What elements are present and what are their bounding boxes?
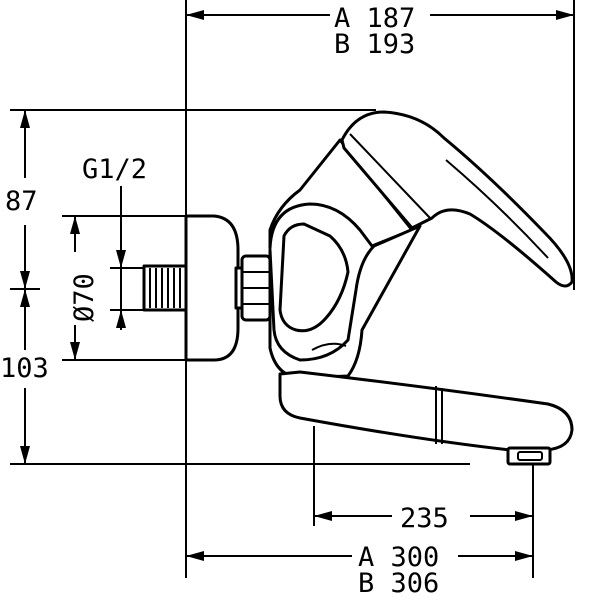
diameter-dimension: Ø70 [69, 216, 100, 360]
spout [278, 370, 574, 452]
bottom-dim-b-label: B 306 [358, 568, 439, 599]
spout-offset-dimension: 235 [314, 503, 533, 534]
valve-body [268, 138, 414, 250]
dim-103-label: 103 [0, 353, 49, 384]
bottom-dim-a-label: A 300 [358, 542, 439, 573]
thread-dimension: G1/2 [82, 154, 148, 330]
top-overall-dimension: A 187 B 193 [186, 3, 574, 60]
thread-label: G1/2 [82, 154, 147, 185]
dim-235-label: 235 [400, 503, 449, 534]
lever-highlight [445, 159, 549, 259]
threaded-pipe [142, 264, 190, 312]
faucet-body [142, 110, 574, 466]
top-dim-a-label: A 187 [334, 3, 415, 34]
hex-nut [234, 254, 272, 322]
bottom-overall-dimension: A 300 B 306 [186, 542, 533, 599]
wall-rosette [184, 214, 240, 362]
body-lower [268, 224, 422, 380]
body-window [278, 222, 350, 333]
lever-seam [349, 133, 431, 219]
aerator [506, 446, 552, 466]
left-height-dimension: 87 103 [0, 110, 49, 464]
lever-handle [340, 110, 574, 288]
dim-87-label: 87 [5, 186, 38, 217]
diameter-label: Ø70 [69, 273, 100, 322]
top-dim-b-label: B 193 [334, 29, 415, 60]
body-detail-line [311, 342, 347, 351]
